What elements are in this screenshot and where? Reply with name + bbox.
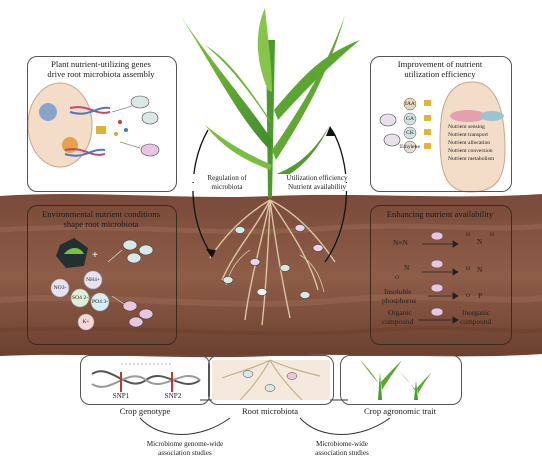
chem-ammonia-n: N: [477, 237, 483, 246]
top-left-title-2: drive root microbiota assembly: [47, 69, 155, 79]
panel-middle-left: [27, 205, 177, 345]
top-left-title-1: Plant nutrient-utilizing genes: [51, 59, 151, 69]
mwas-label-1: Microbiome-wide: [316, 440, 368, 448]
maize-plant: [180, 8, 360, 198]
top-right-illustration: [379, 81, 506, 193]
chem-ammonia-h2: H: [490, 232, 495, 238]
ion-so4: SO4 2-: [71, 295, 88, 301]
chem-organic-2: compound: [382, 317, 414, 326]
hormone-iaa: IAA: [405, 101, 415, 107]
panel-bottom-genotype: [80, 355, 210, 405]
panel-top-right: [370, 56, 512, 192]
middle-right-title: Enhancing nutrient availability: [386, 209, 494, 219]
panel-middle-right: [370, 205, 512, 345]
ion-nh4: NH4+: [85, 277, 101, 283]
crop-genotype-label: Crop genotype: [119, 406, 171, 416]
ion-no3: NO3-: [53, 285, 67, 291]
chem-insoluble-1: Insoluble: [384, 287, 412, 296]
hormone-ethylene: Ethylene: [400, 144, 420, 150]
hormone-ck: CK: [406, 130, 414, 136]
process-allocation: Nutrient allocation: [448, 140, 491, 146]
process-conversion: Nutrient conversion: [448, 148, 493, 154]
panel-bottom-trait: [340, 355, 462, 405]
ion-k: K+: [82, 319, 90, 325]
chem-ammonium-h: H: [466, 266, 471, 272]
regulation-label-1: Regulation of: [192, 174, 262, 183]
ion-po4: PO4 3-: [91, 299, 108, 305]
top-right-title-1: Improvement of nutrient: [397, 59, 483, 69]
chem-organic-1: Organic: [388, 308, 412, 317]
middle-left-title-1: Environmental nutrient conditions: [42, 209, 160, 219]
top-right-title-2: utilization efficiency: [404, 69, 476, 79]
crop-trait-label: Crop agronomic trait: [363, 406, 437, 416]
bottom-plants-illustration: [360, 360, 432, 400]
regulation-label-2: microbiota: [192, 183, 262, 192]
bottom-root-illustration: [212, 359, 330, 401]
chem-ammonia-h1: H: [466, 232, 471, 238]
root-microbiota-label: Root microbiota: [241, 406, 299, 416]
mgwas-label-1: Microbiome genome-wide: [146, 440, 224, 448]
chem-n2: N≡N: [393, 238, 408, 247]
chem-phosphate-p: P: [478, 291, 483, 300]
chem-ammonium-n: N: [477, 265, 483, 274]
process-sensing: Nutrient sensing: [448, 124, 485, 130]
dna-helix: [91, 363, 201, 392]
process-transport: Nutrient transport: [448, 132, 488, 138]
mwas-label-2: association studies: [315, 449, 369, 457]
utilization-label-2: Nutrient availability: [274, 183, 360, 192]
utilization-arrow: [324, 126, 348, 263]
regulation-arrow: [192, 129, 216, 258]
svg-text:+: +: [92, 250, 98, 261]
mgwas-label-2: association studies: [158, 449, 212, 457]
chem-nitrate-n: N: [404, 263, 410, 272]
snp2-label: SNP2: [164, 392, 182, 400]
panel-bottom-microbiota: [208, 355, 334, 405]
top-left-illustration: [27, 82, 160, 168]
process-metabolism: Nutrient metabolism: [448, 156, 495, 162]
hormone-ga: GA: [405, 116, 415, 122]
chem-nitrate-o: O: [395, 275, 400, 281]
root-microbes: [222, 224, 324, 299]
middle-left-illustration: +: [50, 238, 154, 331]
middle-right-illustration: [418, 231, 459, 324]
chem-phosphate-o: O: [466, 293, 471, 299]
middle-left-title-2: shape root microbiota: [63, 219, 139, 229]
soil-band: [0, 194, 542, 358]
chem-inorganic-1: Inorganic: [462, 308, 491, 317]
chem-insoluble-2: phosphorus: [382, 296, 417, 305]
snp1-label: SNP1: [112, 392, 130, 400]
utilization-label-1: Utilization efficiency: [274, 174, 360, 183]
panel-top-left: [27, 56, 177, 192]
chem-inorganic-2: compound: [460, 317, 492, 326]
